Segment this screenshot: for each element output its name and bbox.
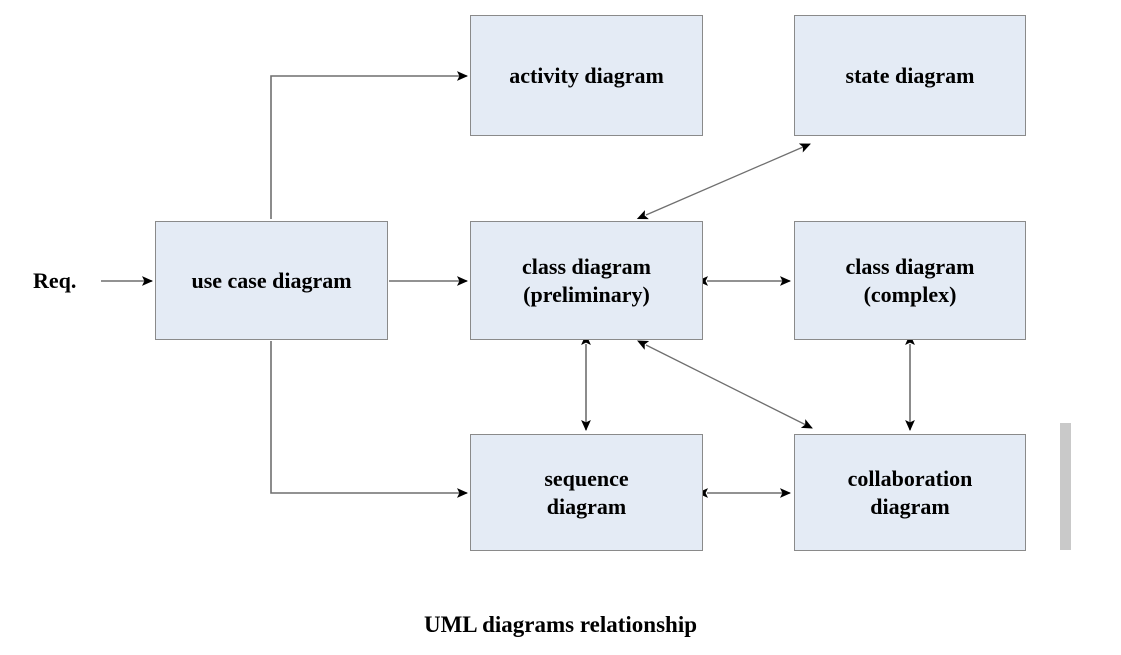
- source-label: Req.: [33, 268, 77, 293]
- node-activity-diagram-label: activity diagram: [509, 62, 664, 88]
- node-activity-diagram[interactable]: activity diagram: [470, 15, 703, 136]
- node-sequence-diagram[interactable]: sequence diagram: [470, 434, 703, 551]
- edge-usecase-to-sequence: [270, 341, 468, 498]
- node-collaboration-diagram-label: collaboration diagram: [847, 466, 973, 519]
- node-class-diagram-preliminary-label: class diagram (preliminary): [522, 254, 651, 307]
- scrollbar-thumb[interactable]: [1060, 423, 1071, 550]
- node-state-diagram-label: state diagram: [845, 62, 975, 88]
- node-collaboration-diagram[interactable]: collaboration diagram: [794, 434, 1026, 551]
- edge-class-preliminary-state: [636, 143, 811, 220]
- node-sequence-diagram-label: sequence diagram: [544, 466, 629, 519]
- node-use-case-diagram[interactable]: use case diagram: [155, 221, 388, 340]
- node-use-case-diagram-label: use case diagram: [191, 267, 352, 293]
- node-class-diagram-preliminary[interactable]: class diagram (preliminary): [470, 221, 703, 340]
- node-class-diagram-complex-label: class diagram (complex): [845, 254, 975, 307]
- node-state-diagram[interactable]: state diagram: [794, 15, 1026, 136]
- figure-caption: UML diagrams relationship: [423, 612, 698, 637]
- node-class-diagram-complex[interactable]: class diagram (complex): [794, 221, 1026, 340]
- edge-usecase-to-activity: [270, 71, 468, 219]
- edge-class-preliminary-collaboration: [637, 340, 813, 429]
